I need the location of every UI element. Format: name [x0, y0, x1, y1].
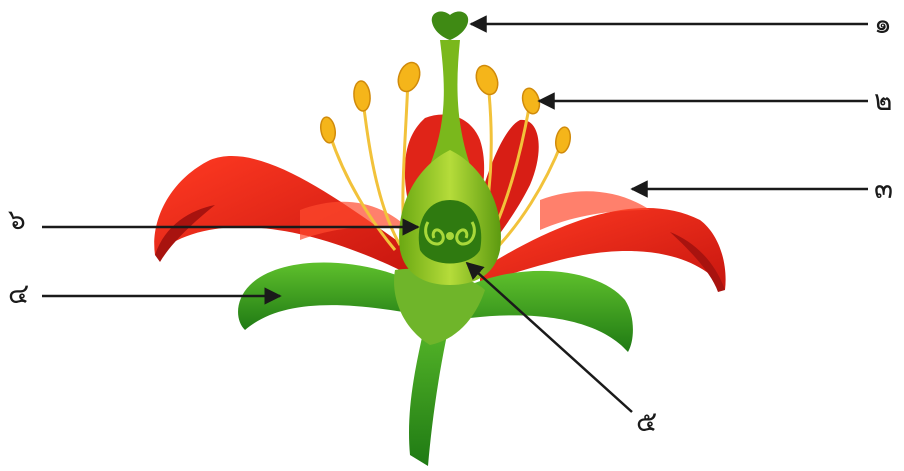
label-4: ๔	[8, 280, 29, 308]
label-5: ๕	[636, 408, 657, 436]
label-3: ๓	[874, 175, 893, 203]
ovary-chamber	[419, 200, 482, 264]
label-2: ๒	[874, 87, 892, 115]
ovule-dot	[446, 232, 454, 240]
label-6: ๖	[8, 206, 26, 234]
stigma	[432, 11, 468, 40]
label-1: ๑	[874, 10, 892, 38]
